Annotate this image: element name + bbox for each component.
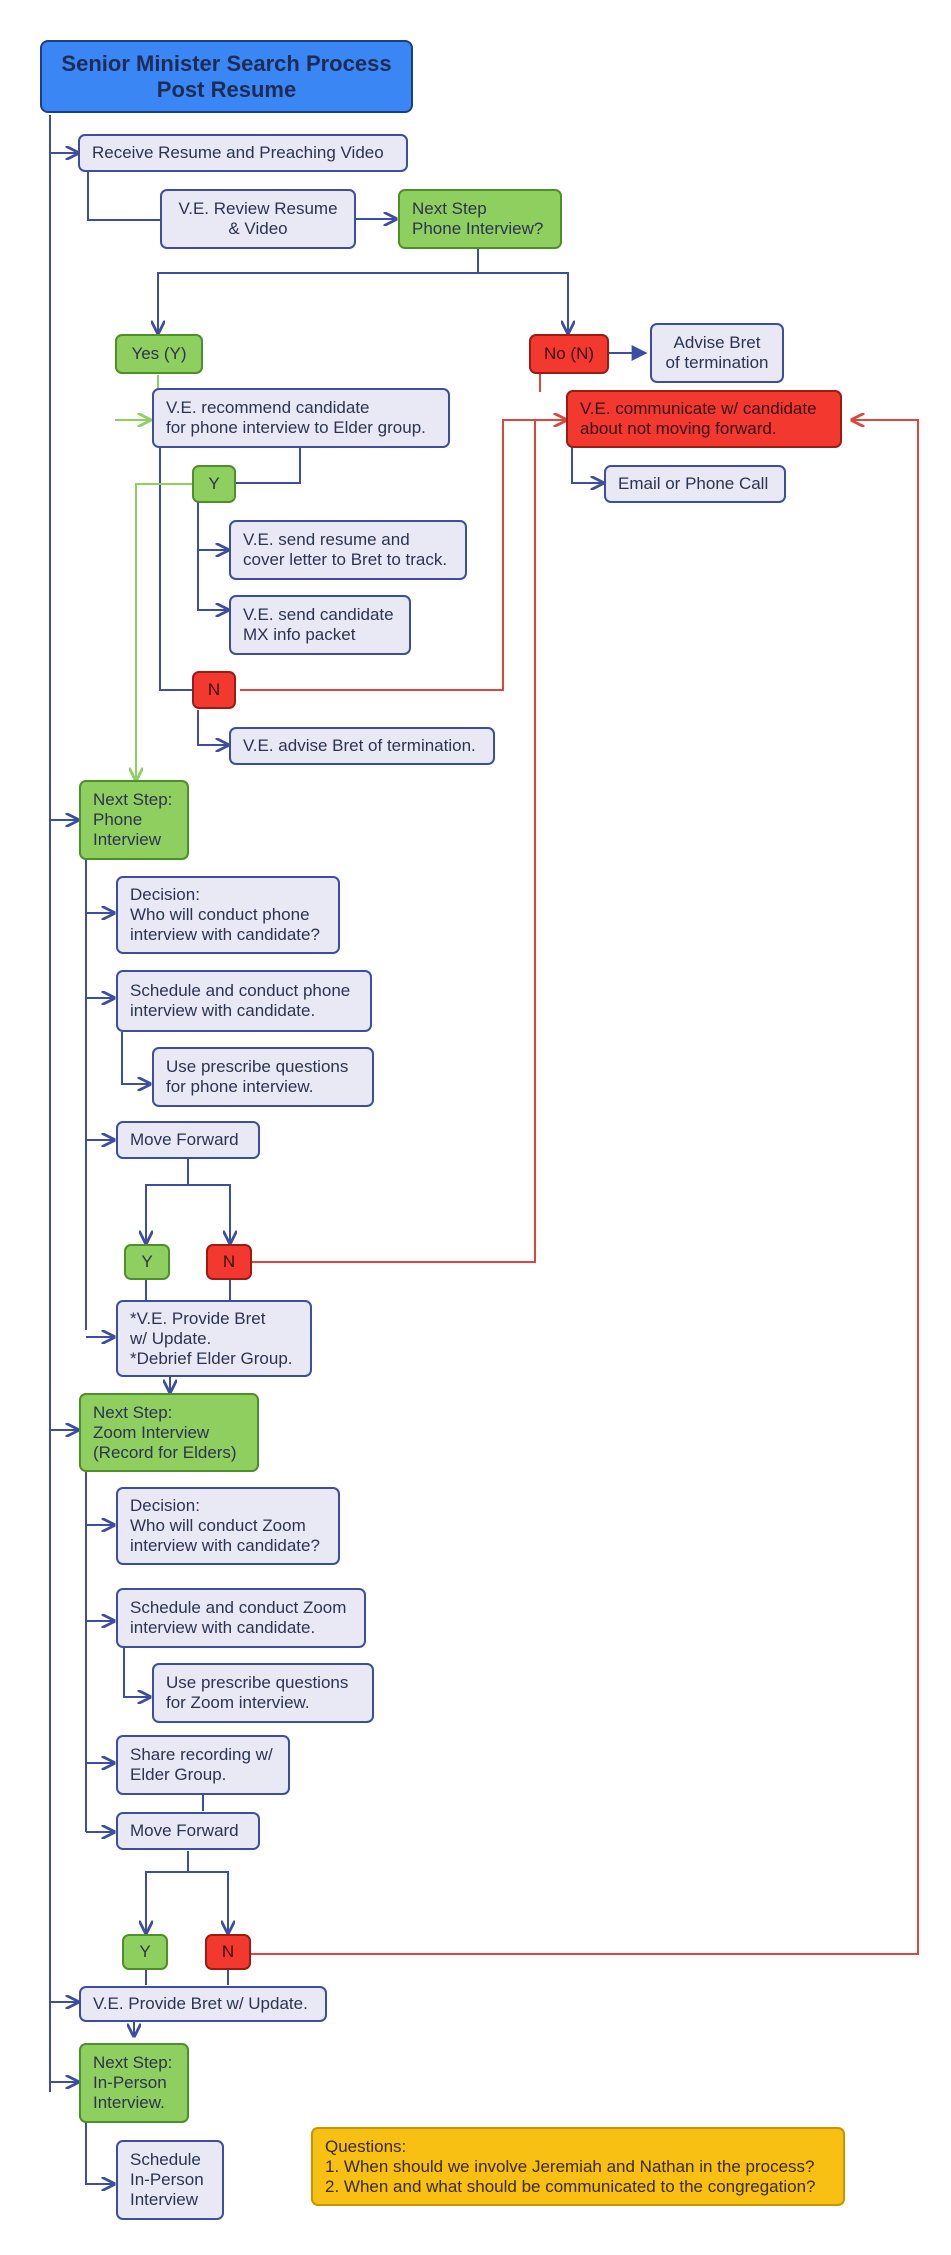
share-recording-node: Share recording w/ Elder Group. [116,1735,290,1795]
communicate-candidate-node: V.E. communicate w/ candidate about not … [566,390,842,448]
decision-zoom-node: Decision: Who will conduct Zoom intervie… [116,1487,340,1565]
n-decision-node-3: N [205,1934,251,1970]
next-step-phone-node: Next Step: Phone Interview [79,780,189,860]
provide-update-node: *V.E. Provide Bret w/ Update. *Debrief E… [116,1300,312,1377]
decision-phone-node: Decision: Who will conduct phone intervi… [116,876,340,954]
move-forward-node-2: Move Forward [116,1812,260,1850]
schedule-zoom-node: Schedule and conduct Zoom interview with… [116,1588,366,1648]
email-phone-call-node: Email or Phone Call [604,465,786,503]
next-step-phone-question-node: Next Step Phone Interview? [398,189,562,249]
y-decision-node-2: Y [124,1244,170,1280]
y-decision-node-1: Y [192,465,236,503]
y-decision-node-3: Y [122,1934,168,1970]
advise-termination-node: V.E. advise Bret of termination. [229,727,495,765]
questions-zoom-node: Use prescribe questions for Zoom intervi… [152,1663,374,1723]
schedule-phone-node: Schedule and conduct phone interview wit… [116,970,372,1032]
yes-decision-node: Yes (Y) [115,334,203,374]
questions-note: Questions: 1. When should we involve Jer… [311,2127,845,2206]
next-step-inperson-node: Next Step: In-Person Interview. [79,2043,189,2123]
schedule-inperson-node: Schedule In-Person Interview [116,2140,224,2220]
send-resume-node: V.E. send resume and cover letter to Bre… [229,520,467,580]
questions-phone-node: Use prescribe questions for phone interv… [152,1047,374,1107]
diagram-title: Senior Minister Search Process Post Resu… [40,40,413,113]
move-forward-node-1: Move Forward [116,1121,260,1159]
send-packet-node: V.E. send candidate MX info packet [229,595,411,655]
provide-update-node-2: V.E. Provide Bret w/ Update. [79,1986,327,2022]
no-decision-node: No (N) [529,334,609,374]
receive-resume-node: Receive Resume and Preaching Video [78,134,408,172]
n-decision-node-1: N [192,671,236,709]
review-resume-node: V.E. Review Resume & Video [160,189,356,249]
next-step-zoom-node: Next Step: Zoom Interview (Record for El… [79,1393,259,1472]
n-decision-node-2: N [206,1244,252,1280]
advise-bret-node: Advise Bret of termination [650,323,784,383]
recommend-candidate-node: V.E. recommend candidate for phone inter… [152,388,450,448]
